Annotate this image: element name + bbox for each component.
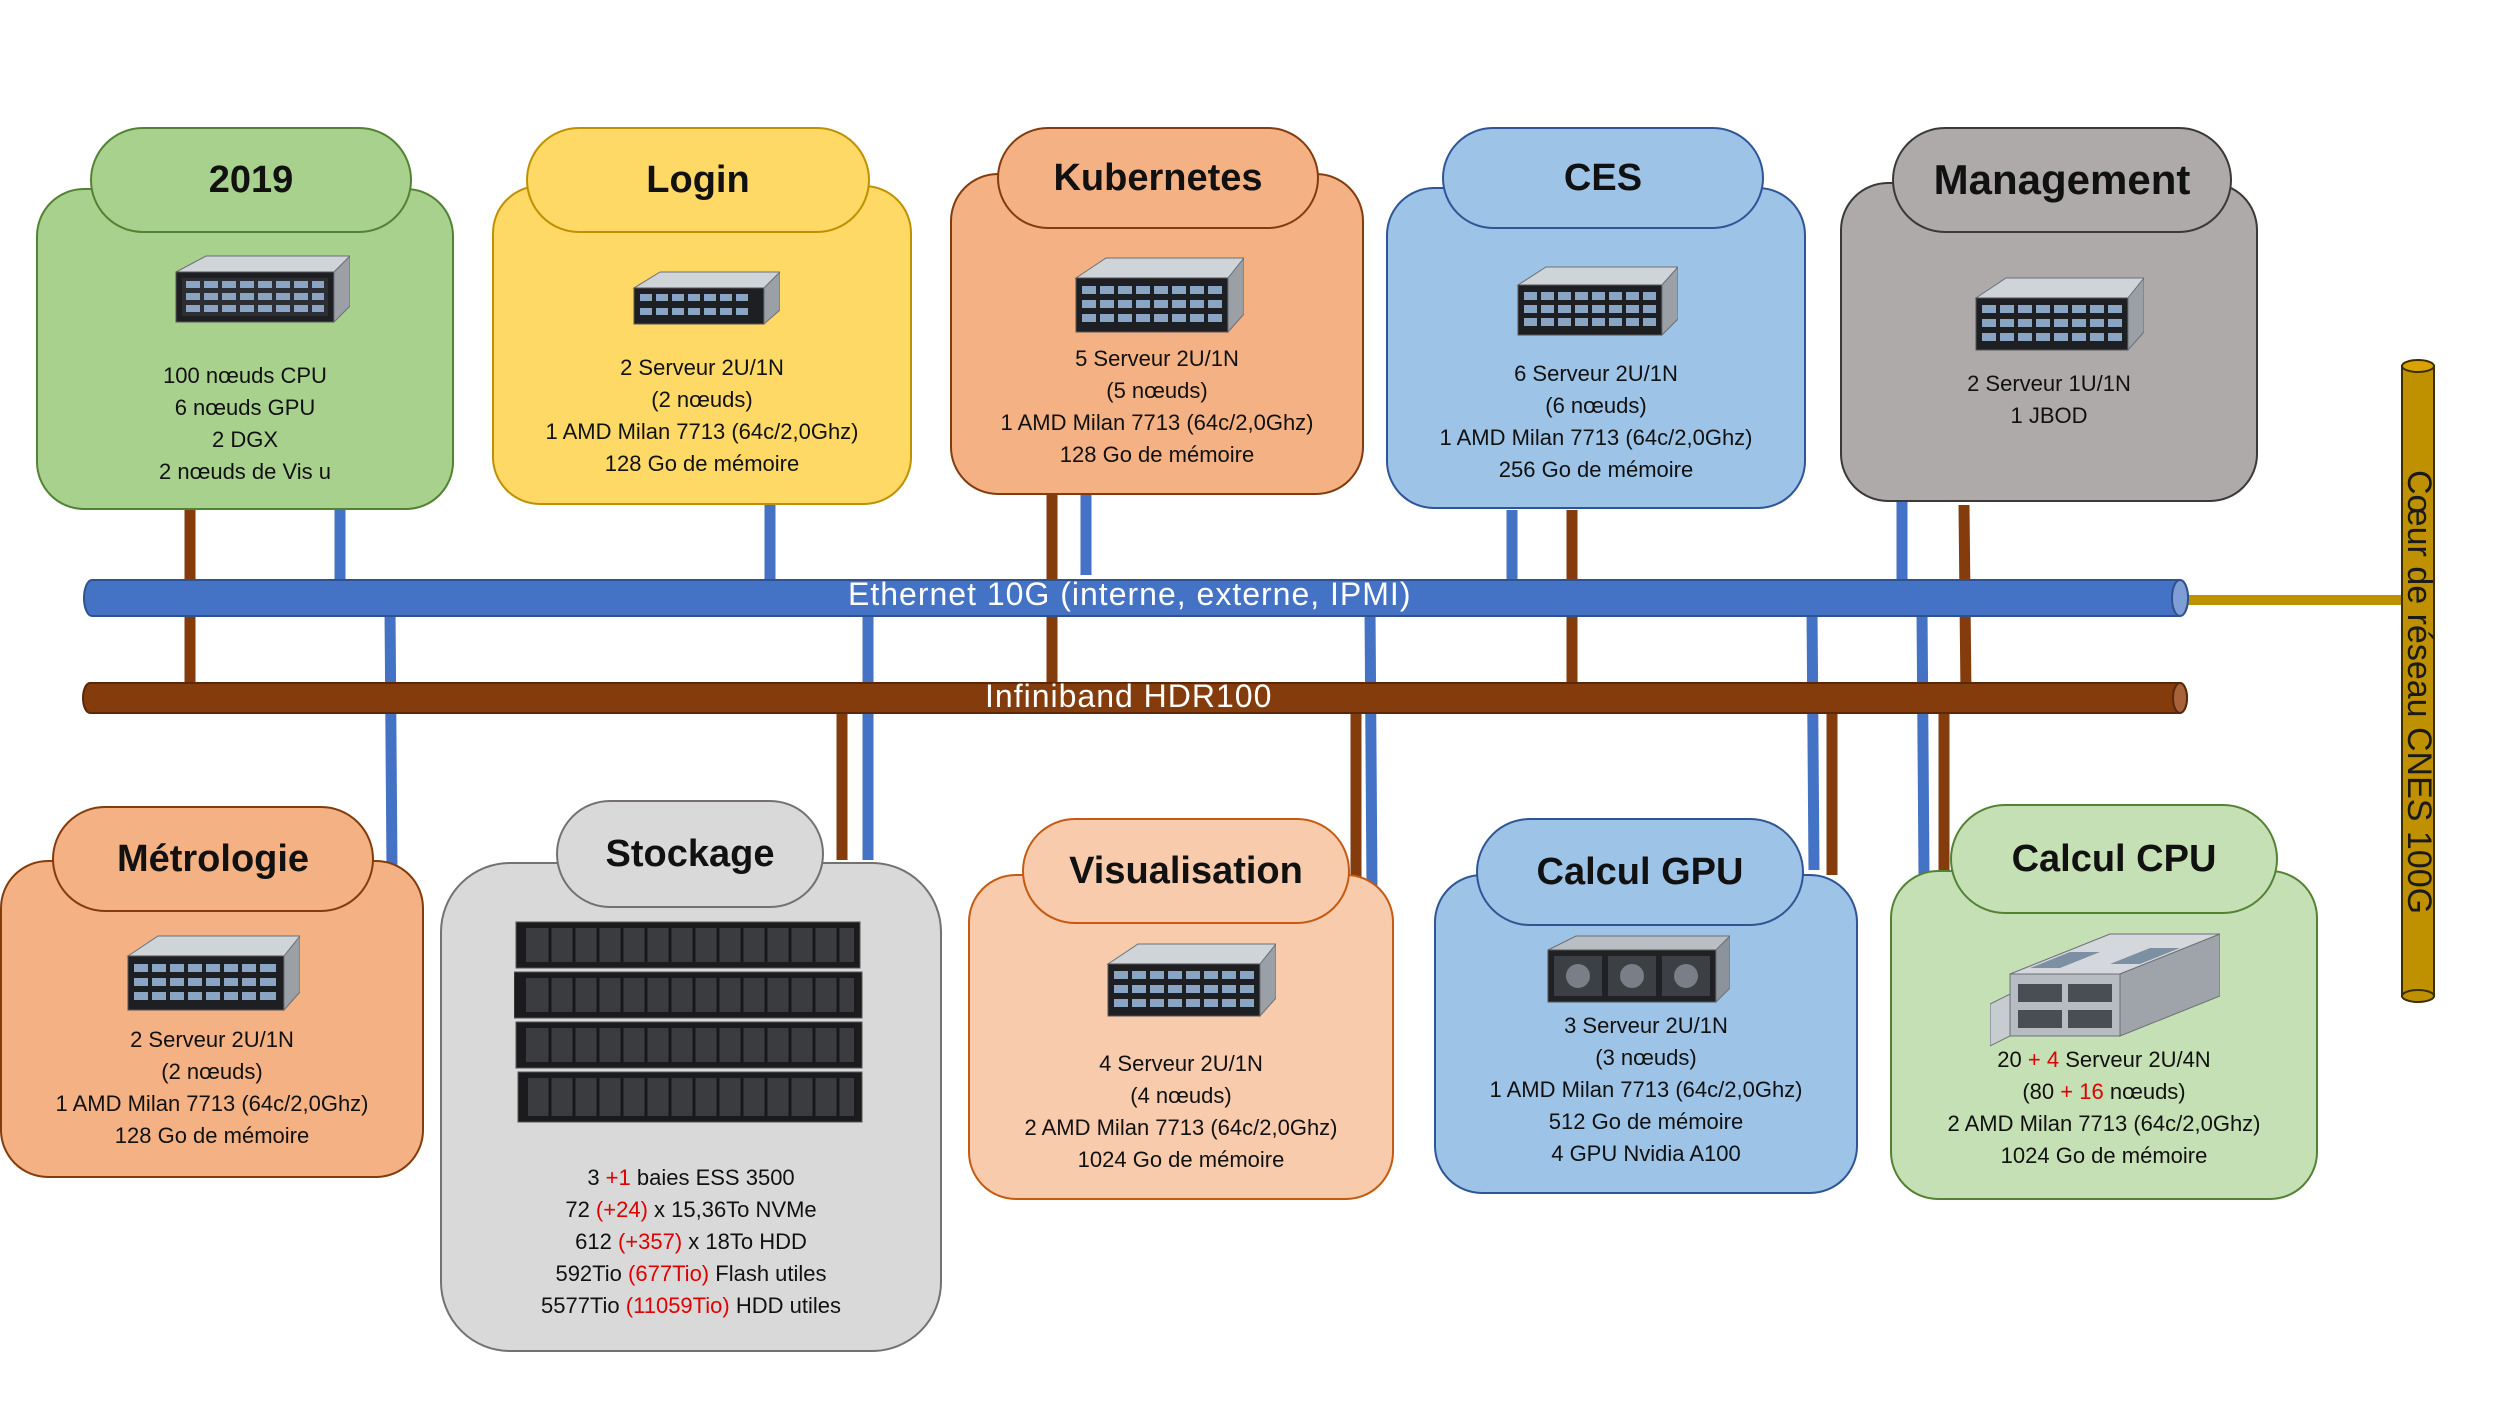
spec-line: 2 Serveur 2U/1N <box>620 355 784 380</box>
cnes-core-bar <box>2401 359 2435 1003</box>
group-ces <box>1386 187 1806 509</box>
group-metrologie-title: Métrologie <box>52 806 374 912</box>
spec-line: 512 Go de mémoire <box>1548 1109 1744 1134</box>
infiniband-bus <box>82 682 2188 714</box>
cnes-core-label: Cœur de réseau CNES 100G <box>2400 470 2438 915</box>
spec-line: 1 JBOD <box>2010 403 2088 428</box>
spec-line: 1 AMD Milan 7713 (64c/2,0Ghz) <box>545 419 859 444</box>
spec-line: 1 AMD Milan 7713 (64c/2,0Ghz) <box>1439 425 1753 450</box>
spec-line: 5 Serveur 2U/1N <box>1075 346 1239 371</box>
group-stockage-specs: 3 +1 baies ESS 3500 72 (+24) x 15,36To N… <box>440 1162 942 1322</box>
group-login <box>492 185 912 505</box>
group-management-specs: 2 Serveur 1U/1N 1 JBOD <box>1840 368 2258 432</box>
spec-line: 100 nœuds CPU <box>163 363 327 388</box>
storage-array-icon <box>513 920 866 1126</box>
server-rack-icon <box>1066 256 1246 338</box>
spec-line: 2 nœuds de Vis u <box>158 459 332 484</box>
group-login-title: Login <box>526 127 870 233</box>
group-2019-title: 2019 <box>90 127 412 233</box>
spec-line: (3 nœuds) <box>1595 1045 1697 1070</box>
group-ces-specs: 6 Serveur 2U/1N (6 nœuds) 1 AMD Milan 77… <box>1386 358 1806 486</box>
ethernet-bus-label: Ethernet 10G (interne, externe, IPMI) <box>848 576 1412 612</box>
spec-line: 128 Go de mémoire <box>114 1123 310 1148</box>
ethernet-bus <box>83 579 2189 617</box>
group-visualisation-title: Visualisation <box>1022 818 1350 924</box>
spec-line: 5577Tio (11059Tio) HDD utiles <box>540 1293 841 1318</box>
spec-line: 4 Serveur 2U/1N <box>1099 1051 1263 1076</box>
spec-line: 612 (+357) x 18To HDD <box>575 1229 807 1254</box>
spec-line: 20 + 4 Serveur 2U/4N <box>1997 1047 2211 1072</box>
server-rack-icon <box>118 934 302 1016</box>
group-kubernetes-specs: 5 Serveur 2U/1N (5 nœuds) 1 AMD Milan 77… <box>950 343 1364 471</box>
server-rack-icon <box>1508 265 1680 341</box>
cpu-server-icon <box>1989 924 2221 1048</box>
group-visualisation <box>968 874 1394 1200</box>
group-metrologie <box>0 860 424 1178</box>
group-2019 <box>36 188 454 510</box>
gpu-server-icon <box>1540 934 1732 1006</box>
eth-link-cpu <box>1916 609 1930 876</box>
spec-line: 1024 Go de mémoire <box>2000 1143 2208 1168</box>
spec-line: 2 Serveur 1U/1N <box>1967 371 2131 396</box>
group-calcul-cpu-title: Calcul CPU <box>1950 804 2278 914</box>
spec-line: 4 GPU Nvidia A100 <box>1551 1141 1741 1166</box>
spec-line: 72 (+24) x 15,36To NVMe <box>565 1197 817 1222</box>
spec-line: 256 Go de mémoire <box>1498 457 1694 482</box>
spec-line: (2 nœuds) <box>651 387 753 412</box>
group-ces-title: CES <box>1442 127 1764 229</box>
spec-line: (5 nœuds) <box>1106 378 1208 403</box>
group-kubernetes-title: Kubernetes <box>997 127 1319 229</box>
spec-line: (6 nœuds) <box>1545 393 1647 418</box>
group-calcul-gpu <box>1434 874 1858 1194</box>
server-rack-icon <box>626 270 782 328</box>
spec-line: 3 Serveur 2U/1N <box>1564 1013 1728 1038</box>
spec-line: 6 Serveur 2U/1N <box>1514 361 1678 386</box>
spec-line: 3 +1 baies ESS 3500 <box>587 1165 795 1190</box>
eth-link-gpu <box>1806 609 1820 871</box>
spec-line: (2 nœuds) <box>161 1059 263 1084</box>
spec-line: 2 DGX <box>211 427 279 452</box>
group-stockage-title: Stockage <box>556 800 824 908</box>
group-calcul-gpu-title: Calcul GPU <box>1476 818 1804 926</box>
server-rack-icon <box>1098 942 1278 1022</box>
eth-link-metrologie <box>384 609 398 871</box>
server-rack-icon <box>164 254 352 330</box>
eth-link-visualisation <box>1364 609 1378 891</box>
spec-line: 1 AMD Milan 7713 (64c/2,0Ghz) <box>1000 410 1314 435</box>
group-visualisation-specs: 4 Serveur 2U/1N (4 nœuds) 2 AMD Milan 77… <box>968 1048 1394 1176</box>
spec-line: 1 AMD Milan 7713 (64c/2,0Ghz) <box>1489 1077 1803 1102</box>
spec-line: (80 + 16 nœuds) <box>2022 1079 2186 1104</box>
spec-line: 1 AMD Milan 7713 (64c/2,0Ghz) <box>55 1091 369 1116</box>
group-calcul-cpu-specs: 20 + 4 Serveur 2U/4N (80 + 16 nœuds) 2 A… <box>1890 1044 2318 1172</box>
spec-line: 2 AMD Milan 7713 (64c/2,0Ghz) <box>1024 1115 1338 1140</box>
spec-line: 2 Serveur 2U/1N <box>130 1027 294 1052</box>
spec-line: (4 nœuds) <box>1130 1083 1232 1108</box>
spec-line: 1024 Go de mémoire <box>1077 1147 1285 1172</box>
server-rack-icon <box>1966 276 2146 356</box>
group-calcul-gpu-specs: 3 Serveur 2U/1N (3 nœuds) 1 AMD Milan 77… <box>1434 1010 1858 1170</box>
spec-line: 2 AMD Milan 7713 (64c/2,0Ghz) <box>1947 1111 2261 1136</box>
spec-line: 128 Go de mémoire <box>1059 442 1255 467</box>
spec-line: 128 Go de mémoire <box>604 451 800 476</box>
group-login-specs: 2 Serveur 2U/1N (2 nœuds) 1 AMD Milan 77… <box>492 352 912 480</box>
group-management-title: Management <box>1892 127 2232 233</box>
group-metrologie-specs: 2 Serveur 2U/1N (2 nœuds) 1 AMD Milan 77… <box>0 1024 424 1152</box>
spec-line: 592Tio (677Tio) Flash utiles <box>555 1261 827 1286</box>
spec-line: 6 nœuds GPU <box>174 395 316 420</box>
infiniband-bus-label: Infiniband HDR100 <box>985 678 1273 714</box>
group-2019-specs: 100 nœuds CPU 6 nœuds GPU 2 DGX 2 nœuds … <box>36 360 454 488</box>
